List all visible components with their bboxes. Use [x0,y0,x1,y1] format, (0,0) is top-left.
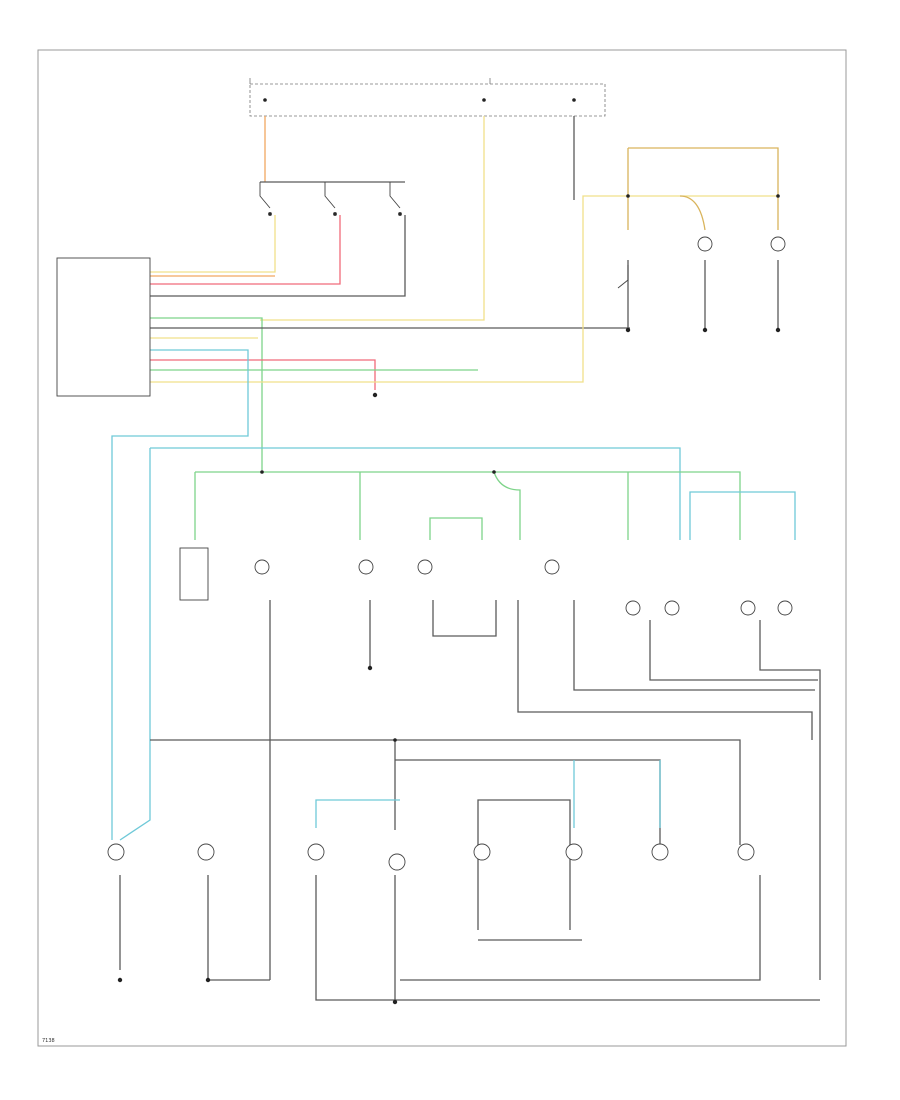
lighting-control-module [56,257,151,397]
lamp-bottom-5 [473,843,491,861]
wire-green-loop [429,517,483,540]
switch-upper-right [617,265,629,289]
headlamp-switches [259,182,402,216]
wire-right-grounds [627,260,779,330]
wire-switch-out-1 [150,215,276,273]
wire-module-green-1 [150,317,263,470]
lamp-mid-2 [254,559,270,575]
wire-tan-top [628,147,779,230]
lamp-upper-right-2 [770,236,786,252]
lamp-bottom-8 [737,843,755,861]
lamp-bottom-4 [388,853,406,871]
wire-bottom-grounds [119,875,396,1000]
wire-blue-right [689,491,796,540]
wire-bottom-bus [150,739,741,845]
wire-bottom-return [207,875,820,1001]
wire-blue-bottom-1 [315,799,400,828]
lamp-bottom-3 [307,843,325,861]
lamp-bottom-6 [565,843,583,861]
wire-module-tan [150,195,778,383]
lamp-mid-3 [358,559,374,575]
lamp-mid-8 [740,600,756,616]
lamp-mid-9 [777,600,793,616]
wire-switch-out-4 [150,215,406,297]
wire-switch-out-2 [150,215,341,285]
wire-mid-grounds [269,600,821,980]
lamp-bottom-1 [107,843,125,861]
fuse-box [249,78,606,117]
lamp-mid-6 [625,600,641,616]
ground-points [117,194,781,1005]
lamp-bottom-7 [651,843,669,861]
wire-yellow-feed [260,116,485,321]
wire-module-red [150,359,376,390]
wire-green-bus [194,471,741,540]
lamp-mid-4 [417,559,433,575]
wire-tan-mid [679,195,706,231]
lamp-mid-5 [544,559,560,575]
wire-bottom-loop [477,799,582,941]
lamp-upper-right-1 [697,236,713,252]
wire-module-blue-1 [111,349,249,840]
wire-bottom-bus-2 [395,759,661,845]
lamp-bottom-2 [197,843,215,861]
footer-code: 7138 [42,1038,55,1044]
wire-module-blue-2 [150,447,681,540]
diagram-frame [37,49,847,1047]
wire-blue-bottom-2 [573,760,661,828]
switch-box-1 [179,547,209,601]
wire-module-blue-3 [119,448,151,841]
lamp-mid-7 [664,600,680,616]
